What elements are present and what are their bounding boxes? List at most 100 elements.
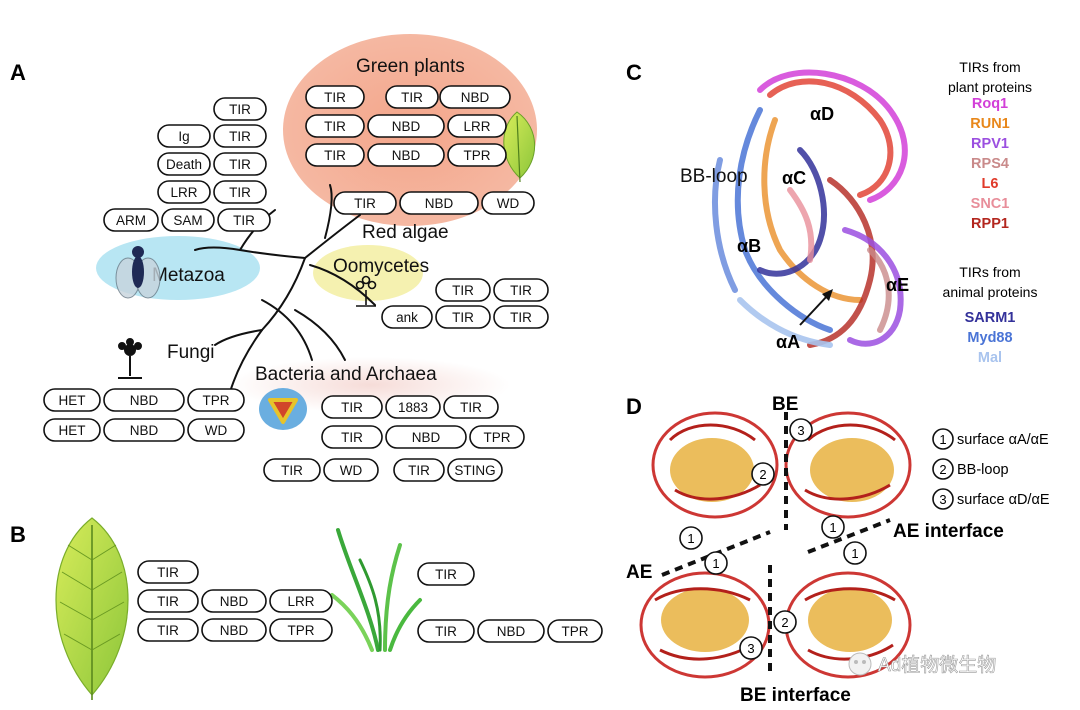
domain-box bbox=[43, 388, 101, 412]
legend-animal-myd88: Myd88 bbox=[967, 330, 1012, 346]
monocot-grass-icon bbox=[330, 528, 422, 652]
panel-label-c: C bbox=[626, 60, 642, 85]
domain-box bbox=[217, 208, 271, 232]
domain-label: Ig bbox=[178, 129, 189, 144]
surface-marker-number: 1 bbox=[712, 556, 719, 571]
legend-plant-l6: L6 bbox=[982, 176, 999, 192]
domain-box bbox=[305, 143, 365, 167]
legend-number: 1 bbox=[939, 432, 946, 447]
domain-label: NBD bbox=[130, 393, 159, 408]
domain-label: TPR bbox=[203, 393, 230, 408]
oomycete-icon bbox=[355, 275, 377, 307]
label-alpha-a: αA bbox=[776, 332, 800, 352]
surface-marker-number: 2 bbox=[759, 467, 766, 482]
domain-box bbox=[417, 619, 475, 643]
label-ae-interface: AE interface bbox=[893, 521, 1004, 542]
row-fungi-0: HET NBD TPR bbox=[43, 388, 245, 412]
domain-label: NBD bbox=[130, 423, 159, 438]
clade-bacteria: Bacteria and Archaea bbox=[255, 364, 437, 385]
surface-marker-number: 1 bbox=[829, 520, 836, 535]
domain-label: TIR bbox=[324, 148, 346, 163]
surface-marker bbox=[843, 541, 867, 565]
surface-marker-number: 2 bbox=[781, 615, 788, 630]
clade-fungi: Fungi bbox=[167, 342, 215, 363]
domain-label: STING bbox=[454, 463, 495, 478]
surface-marker-number: 3 bbox=[747, 641, 754, 656]
domain-box bbox=[43, 418, 101, 442]
domain-label: TIR bbox=[157, 594, 179, 609]
domain-box bbox=[321, 425, 383, 449]
domain-box bbox=[367, 114, 445, 138]
branch-oomycetes bbox=[309, 264, 376, 306]
domain-label: LRR bbox=[463, 119, 490, 134]
domain-label: NBD bbox=[220, 594, 249, 609]
legend-animal-sarm1: SARM1 bbox=[965, 310, 1016, 326]
domain-box bbox=[385, 85, 439, 109]
clade-red-algae: Red algae bbox=[362, 222, 449, 243]
domain-label: TIR bbox=[229, 102, 251, 117]
surface-marker bbox=[739, 636, 763, 660]
domain-box bbox=[157, 124, 211, 148]
branch-bacteria-2 bbox=[294, 309, 346, 361]
domain-label: TIR bbox=[324, 119, 346, 134]
label-alpha-d: αD bbox=[810, 104, 834, 124]
domain-box bbox=[447, 458, 503, 482]
protomer-bottom-left bbox=[639, 571, 771, 679]
ae-interface-line-right bbox=[807, 518, 891, 554]
domain-box bbox=[447, 143, 507, 167]
row-monocot-0: TIR bbox=[417, 562, 475, 586]
watermark: Ad植物微生物 bbox=[848, 652, 997, 676]
domain-label: NBD bbox=[461, 90, 490, 105]
domain-label: TIR bbox=[324, 90, 346, 105]
domain-box bbox=[323, 458, 379, 482]
domain-box bbox=[137, 560, 199, 584]
domain-box bbox=[269, 589, 333, 613]
domain-label: NBD bbox=[425, 196, 454, 211]
label-alpha-e: αE bbox=[886, 275, 909, 295]
domain-label: TPR bbox=[288, 623, 315, 638]
domain-box bbox=[435, 278, 491, 302]
domain-box bbox=[417, 562, 475, 586]
protomer-top-left bbox=[651, 411, 779, 519]
domain-box bbox=[213, 124, 267, 148]
legend-number-circle bbox=[932, 428, 954, 450]
domain-label: HET bbox=[59, 393, 86, 408]
domain-label: TIR bbox=[452, 283, 474, 298]
domain-box bbox=[367, 143, 445, 167]
domain-box bbox=[213, 97, 267, 121]
domain-label: WD bbox=[497, 196, 520, 211]
tir-tetramer-structure bbox=[639, 411, 912, 679]
oomycetes-region bbox=[313, 245, 423, 301]
domain-label: NBD bbox=[392, 119, 421, 134]
legend-plant-rpv1: RPV1 bbox=[971, 136, 1009, 152]
domain-label: TPR bbox=[562, 624, 589, 639]
domain-box bbox=[161, 208, 215, 232]
domain-box bbox=[263, 458, 321, 482]
domain-label: TIR bbox=[229, 129, 251, 144]
domain-box bbox=[187, 388, 245, 412]
domain-box bbox=[213, 152, 267, 176]
row-green_plants-1: TIR NBD LRR bbox=[305, 114, 507, 138]
domain-box bbox=[435, 305, 491, 329]
domain-box bbox=[381, 305, 433, 329]
domain-label: TIR bbox=[157, 565, 179, 580]
legend-number: 3 bbox=[939, 492, 946, 507]
branch-fungi bbox=[214, 329, 263, 346]
domain-box bbox=[321, 395, 383, 419]
domain-label: ARM bbox=[116, 213, 146, 228]
domain-label: TIR bbox=[341, 400, 363, 415]
protomer-top-right bbox=[784, 411, 912, 519]
